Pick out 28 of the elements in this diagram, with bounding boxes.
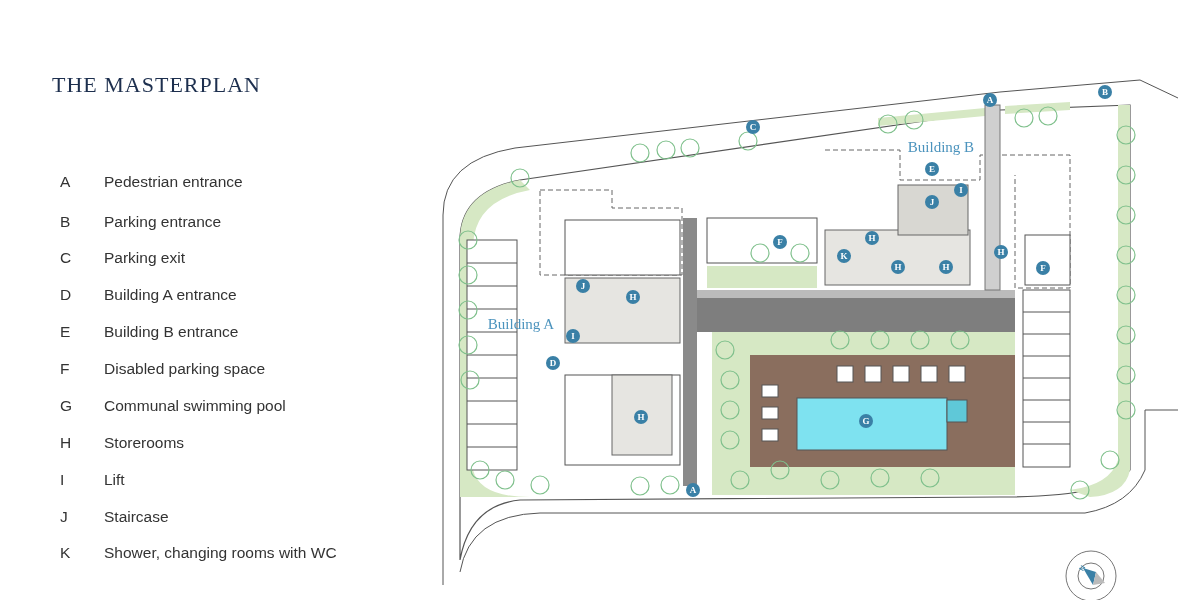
page-title: THE MASTERPLAN bbox=[52, 72, 261, 98]
legend-text: Shower, changing rooms with WC bbox=[104, 544, 337, 562]
legend-text: Lift bbox=[104, 471, 125, 489]
callout-letter: C bbox=[746, 120, 760, 134]
legend-text: Communal swimming pool bbox=[104, 397, 286, 415]
legend-key: B bbox=[60, 213, 71, 231]
legend-text: Building B entrance bbox=[104, 323, 239, 341]
legend-key: A bbox=[60, 173, 71, 191]
legend-key: G bbox=[60, 397, 73, 415]
legend-text: Parking entrance bbox=[104, 213, 222, 231]
legend-key: I bbox=[60, 471, 65, 489]
building-name: Building B bbox=[907, 138, 975, 156]
legend-key: E bbox=[60, 323, 71, 341]
legend-key: D bbox=[60, 286, 72, 304]
legend-key: K bbox=[60, 544, 71, 562]
legend-key: H bbox=[60, 434, 72, 452]
legend-text: Building A entrance bbox=[104, 286, 237, 304]
building-name: Building A bbox=[487, 315, 555, 333]
callout-letter: A bbox=[983, 93, 997, 107]
legend-text: Parking exit bbox=[104, 249, 185, 267]
legend-text: Disabled parking space bbox=[104, 360, 266, 378]
callout-letter: B bbox=[1098, 85, 1112, 99]
legend-text: Storerooms bbox=[104, 434, 185, 452]
legend-key: C bbox=[60, 249, 72, 267]
legend-key: J bbox=[60, 508, 68, 526]
legend-text: Pedestrian entrance bbox=[104, 173, 243, 191]
legend-key: F bbox=[60, 360, 70, 378]
legend-text: Staircase bbox=[104, 508, 169, 526]
